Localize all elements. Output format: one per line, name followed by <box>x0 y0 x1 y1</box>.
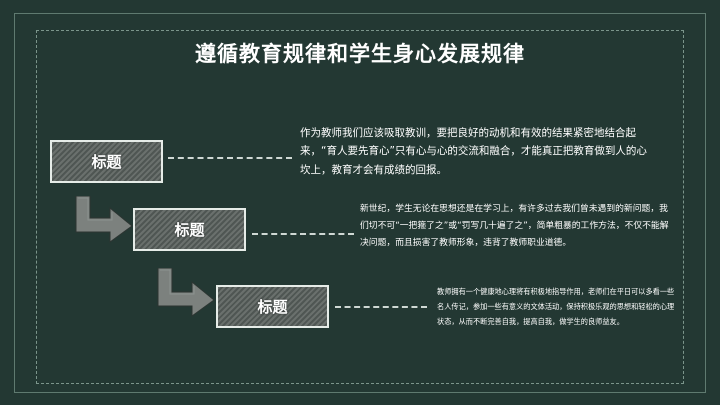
outer-frame-border <box>14 13 706 393</box>
step-1-label-box: 标题 <box>50 140 163 183</box>
step-3-dashed-connector <box>335 306 427 308</box>
step-2-text: 新世纪，学生无论在思想还是在学习上，有许多过去我们曾未遇到的新问题，我们切不可“… <box>360 204 669 249</box>
slide-title: 遵循教育规律和学生身心发展规律 <box>195 42 525 66</box>
step-2-dashed-connector <box>252 233 354 235</box>
step-3-text: 教师拥有一个健康地心理将有积极地指导作用，老师们在平日可以多看一些名人传记，参加… <box>437 287 675 326</box>
step-1-dashed-connector <box>168 157 292 159</box>
step-1-text: 作为教师我们应该吸取教训，要把良好的动机和有效的结果紧密地结合起来，“育人要先育… <box>300 127 647 176</box>
step-2-label-box: 标题 <box>133 208 246 251</box>
step-3-label-box: 标题 <box>216 285 329 328</box>
step-arrow-1-icon <box>75 196 133 243</box>
step-arrow-2-icon <box>157 268 215 317</box>
inner-dashed-frame <box>36 30 684 384</box>
